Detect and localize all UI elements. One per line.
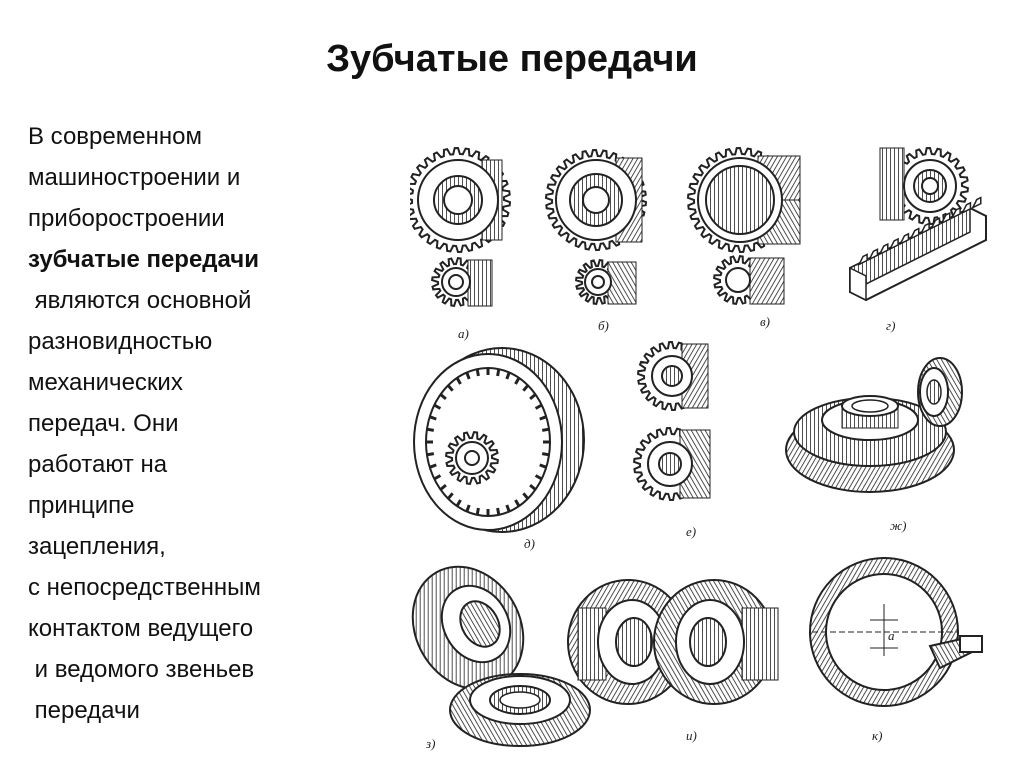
rack-tooth xyxy=(888,237,899,251)
internal-tooth xyxy=(439,393,447,401)
text-line: зацепления, xyxy=(28,533,166,560)
caption-d: г) xyxy=(886,318,895,333)
gear-types-figure: а) б) в) xyxy=(410,120,990,760)
face-bevel-gears-icon xyxy=(567,579,779,705)
internal-tooth xyxy=(455,377,462,385)
caption-g: ж) xyxy=(890,518,906,533)
caption-c: в) xyxy=(760,314,770,329)
caption-i: и) xyxy=(686,728,697,743)
internal-tooth xyxy=(522,492,530,500)
text-line: работают на xyxy=(28,451,168,478)
internal-tooth xyxy=(534,474,543,481)
internal-tooth xyxy=(446,492,454,500)
internal-tooth xyxy=(426,427,435,432)
internal-tooth xyxy=(475,368,480,377)
internal-tooth xyxy=(465,504,471,513)
text-line: разновидностью xyxy=(28,328,213,355)
dimension-label: a xyxy=(888,628,895,643)
text-line: являются основной xyxy=(28,287,252,314)
internal-tooth xyxy=(514,377,521,385)
internal-tooth xyxy=(529,483,537,491)
internal-tooth xyxy=(539,463,547,469)
internal-tooth xyxy=(496,507,501,516)
internal-tooth xyxy=(541,427,550,432)
rack-tooth xyxy=(919,222,930,236)
caption-j: к) xyxy=(872,728,882,743)
rack-tooth xyxy=(940,211,951,225)
rack-and-pinion-icon xyxy=(849,146,987,302)
internal-tooth xyxy=(514,499,521,507)
text-line: приборостроении xyxy=(28,205,225,232)
internal-tooth xyxy=(439,483,447,491)
internal-tooth xyxy=(426,452,435,457)
rack-tooth xyxy=(878,242,889,256)
internal-tooth xyxy=(541,452,550,457)
bevel-gear-pair-icon xyxy=(785,357,963,493)
spiral-bevel-gears-icon xyxy=(411,565,591,747)
internal-tooth xyxy=(529,393,537,401)
internal-tooth xyxy=(496,368,501,377)
text-line: и ведомого звеньев xyxy=(28,656,255,683)
internal-tooth xyxy=(455,499,462,507)
rack-tooth xyxy=(909,227,920,241)
text-line: с непосредственным xyxy=(28,574,261,601)
internal-tooth xyxy=(433,474,442,481)
text-line: передач. Они xyxy=(28,410,179,437)
text-line-emphasis: зубчатые передачи xyxy=(28,246,259,273)
internal-tooth xyxy=(429,415,437,421)
rack-tooth xyxy=(971,196,982,210)
rack-tooth xyxy=(867,248,879,261)
internal-tooth xyxy=(433,403,442,410)
herringbone-gear-pair-icon xyxy=(686,146,801,306)
internal-tooth xyxy=(539,415,547,421)
internal-tooth xyxy=(475,507,480,516)
rack-tooth xyxy=(857,253,868,267)
internal-gear-icon xyxy=(413,347,585,533)
caption-b: б) xyxy=(598,318,609,333)
rack-tooth xyxy=(898,232,910,246)
caption-f: е) xyxy=(686,524,696,539)
rack-tooth xyxy=(929,217,941,230)
text-line: передачи xyxy=(28,697,140,724)
spur-gear-pair-icon xyxy=(410,146,512,308)
internal-tooth xyxy=(429,463,437,469)
text-line: механических xyxy=(28,369,183,396)
text-line: машиностроении и xyxy=(28,164,241,191)
internal-tooth xyxy=(505,504,511,513)
internal-tooth xyxy=(465,371,471,380)
text-line: В современном xyxy=(28,123,202,150)
caption-e: д) xyxy=(524,536,535,551)
rack-tooth xyxy=(950,206,961,220)
caption-a: а) xyxy=(458,326,469,341)
internal-tooth xyxy=(534,403,543,410)
hypoid-gear-icon: a xyxy=(809,557,983,707)
rack-tooth xyxy=(960,201,972,215)
internal-tooth xyxy=(446,384,454,392)
text-line: контактом ведущего xyxy=(28,615,254,642)
internal-tooth xyxy=(505,371,511,380)
helical-gear-pair-icon xyxy=(544,148,648,305)
crossed-helical-gears-icon xyxy=(633,340,711,502)
body-paragraph: В современном машиностроении и приборост… xyxy=(28,116,373,731)
internal-tooth xyxy=(522,384,530,392)
caption-h: з) xyxy=(425,736,435,751)
page-title: Зубчатые передачи xyxy=(326,38,698,80)
text-line: принципе xyxy=(28,492,135,519)
